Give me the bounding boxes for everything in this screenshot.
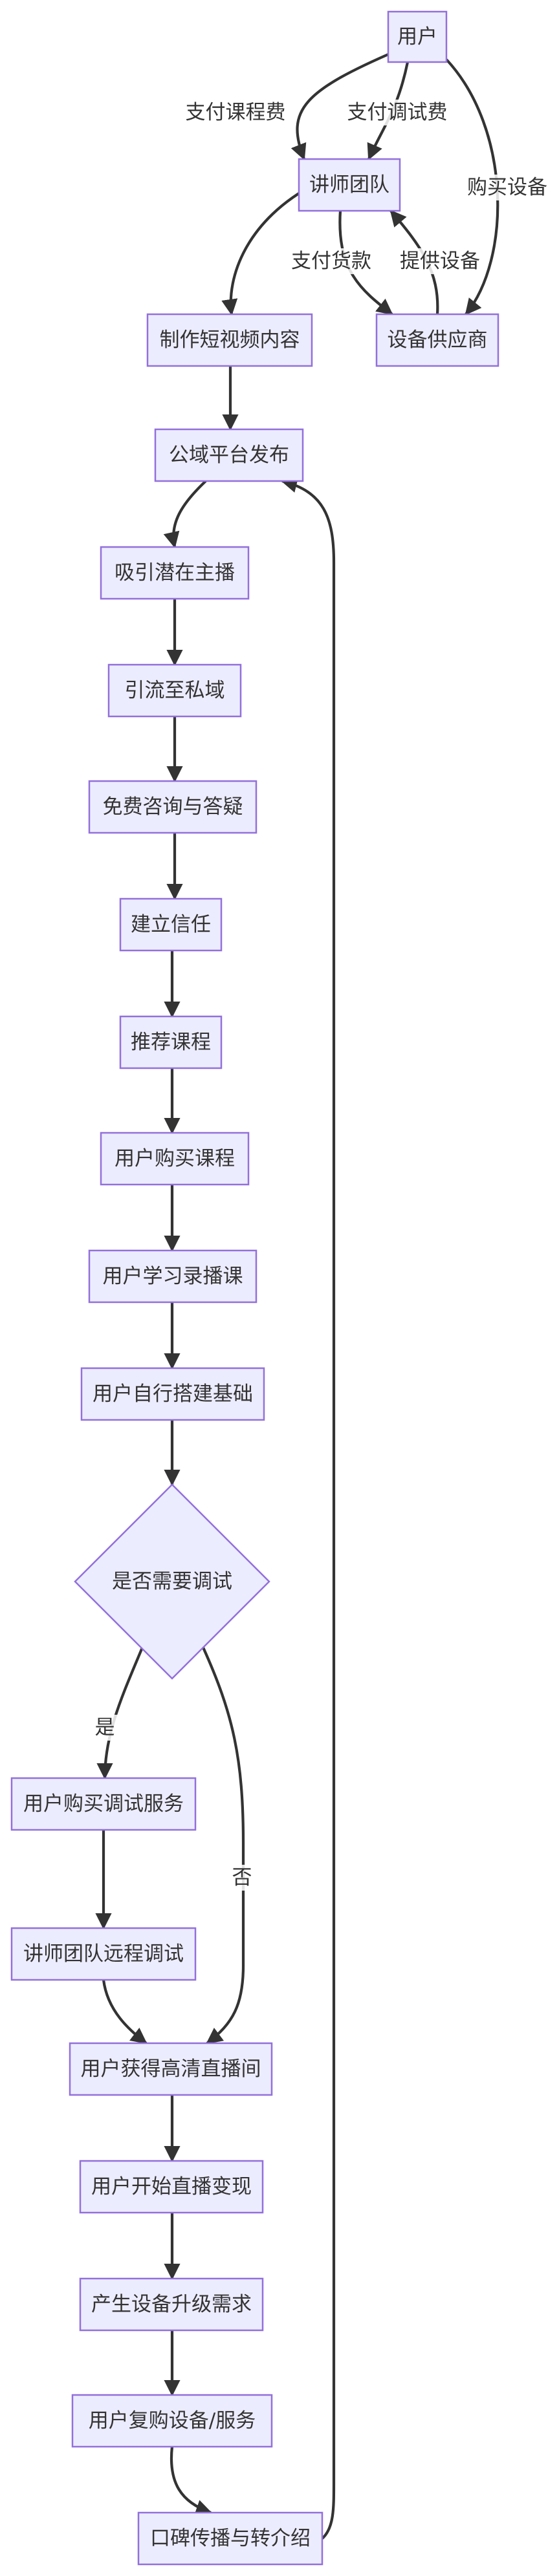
edge-label-background (229, 1865, 255, 1891)
edge-team-to-supplier (338, 210, 393, 316)
edge-label-text: 支付货款 (291, 250, 371, 273)
node-box (80, 1367, 265, 1421)
edge-user-to-team (290, 49, 398, 160)
node-upgrade: 产生设备升级需求 (79, 2277, 264, 2332)
node-team: 讲师团队 (298, 158, 401, 212)
node-label: 用户购买课程 (115, 1147, 235, 1170)
edge-label-text: 支付课程费 (186, 101, 286, 124)
node-box (88, 1249, 258, 1304)
node-box (88, 780, 258, 834)
edge-decision-to-buy_debug (96, 1647, 144, 1780)
edge-rebuy-to-referral (170, 2446, 212, 2516)
edge-label-background (289, 248, 374, 274)
node-rebuy: 用户复购设备/服务 (71, 2394, 273, 2448)
node-recommend: 推荐课程 (119, 1015, 223, 1069)
node-label: 用户 (397, 25, 437, 48)
node-label: 引流至私域 (125, 679, 225, 702)
node-hd: 用户获得高清直播间 (69, 2042, 273, 2096)
edge-team-to-video (221, 182, 316, 316)
edge-label-text: 提供设备 (400, 250, 480, 273)
edge-label-team-to-supplier: 支付货款 (289, 248, 374, 274)
node-box (79, 2277, 264, 2332)
node-box (10, 1777, 197, 1831)
node-label: 口碑传播与转介绍 (150, 2527, 311, 2550)
node-box (119, 1015, 223, 1069)
node-attract: 吸引潜在主播 (100, 546, 250, 600)
node-box (119, 897, 223, 952)
node-box (146, 313, 313, 367)
node-referral: 口碑传播与转介绍 (137, 2511, 323, 2566)
node-label: 是否需要调试 (112, 1570, 232, 1593)
node-setup: 用户自行搭建基础 (80, 1367, 265, 1421)
edge-remote-to-hd (102, 1979, 148, 2045)
node-label: 免费咨询与答疑 (103, 795, 243, 819)
node-publish: 公域平台发布 (154, 428, 304, 482)
node-box (107, 663, 242, 718)
node-box (79, 2160, 264, 2214)
node-trust: 建立信任 (119, 897, 223, 952)
edge-label-text: 是 (95, 1716, 115, 1739)
node-box (100, 546, 250, 600)
node-label: 设备供应商 (388, 328, 488, 352)
node-video: 制作短视频内容 (146, 313, 313, 367)
node-box (298, 158, 401, 212)
node-box (71, 2394, 273, 2448)
edge-label-decision-to-hd: 否 (229, 1865, 255, 1891)
node-learn: 用户学习录播课 (88, 1249, 258, 1304)
edge-label-background (92, 1715, 118, 1741)
node-label: 讲师团队 (309, 173, 389, 197)
edge-label-decision-to-buy_debug: 是 (92, 1715, 118, 1741)
node-box (137, 2511, 323, 2566)
node-label: 用户学习录播课 (103, 1265, 243, 1288)
node-label: 用户获得高清直播间 (81, 2057, 261, 2081)
edge-label-text: 购买设备 (467, 176, 547, 199)
node-consult: 免费咨询与答疑 (88, 780, 258, 834)
node-box (387, 10, 448, 63)
node-box (10, 1927, 197, 1981)
node-label: 用户自行搭建基础 (93, 1382, 253, 1406)
node-monetize: 用户开始直播变现 (79, 2160, 264, 2214)
node-decision: 是否需要调试 (74, 1483, 270, 1680)
node-label: 用户复购设备/服务 (89, 2409, 256, 2432)
node-buy_debug: 用户购买调试服务 (10, 1777, 197, 1831)
node-label: 用户开始直播变现 (91, 2175, 252, 2198)
decision-shape (74, 1483, 270, 1680)
node-label: 建立信任 (131, 913, 211, 936)
edge-label-background (397, 248, 483, 274)
node-label: 产生设备升级需求 (91, 2293, 252, 2316)
edge-label-user-to-supplier: 购买设备 (465, 175, 550, 200)
edge-label-user-to-team: 支付调试费 (344, 100, 450, 125)
edge-label-supplier-to-team: 提供设备 (397, 248, 483, 274)
node-label: 吸引潜在主播 (115, 561, 235, 585)
node-box (154, 428, 304, 482)
node-box (375, 313, 499, 367)
node-remote: 讲师团队远程调试 (10, 1927, 197, 1981)
edge-label-background (182, 100, 289, 125)
node-box (100, 1132, 250, 1186)
node-label: 公域平台发布 (169, 444, 289, 467)
node-user: 用户 (387, 10, 448, 63)
node-label: 推荐课程 (131, 1031, 211, 1054)
edge-label-background (344, 100, 450, 125)
edge-label-text: 支付调试费 (347, 101, 448, 124)
edge-label-text: 否 (232, 1866, 252, 1889)
edge-label-user-to-team: 支付课程费 (182, 100, 289, 125)
node-label: 制作短视频内容 (160, 328, 300, 352)
edge-label-background (465, 175, 550, 200)
node-buy_course: 用户购买课程 (100, 1132, 250, 1186)
edge-publish-to-attract (163, 480, 207, 549)
node-label: 用户购买调试服务 (23, 1792, 184, 1816)
node-supplier: 设备供应商 (375, 313, 499, 367)
node-private: 引流至私域 (107, 663, 242, 718)
node-label: 讲师团队远程调试 (23, 1942, 184, 1966)
node-box (69, 2042, 273, 2096)
edge-referral-to-publish (280, 477, 336, 2540)
edge-decision-to-hd (202, 1647, 245, 2045)
